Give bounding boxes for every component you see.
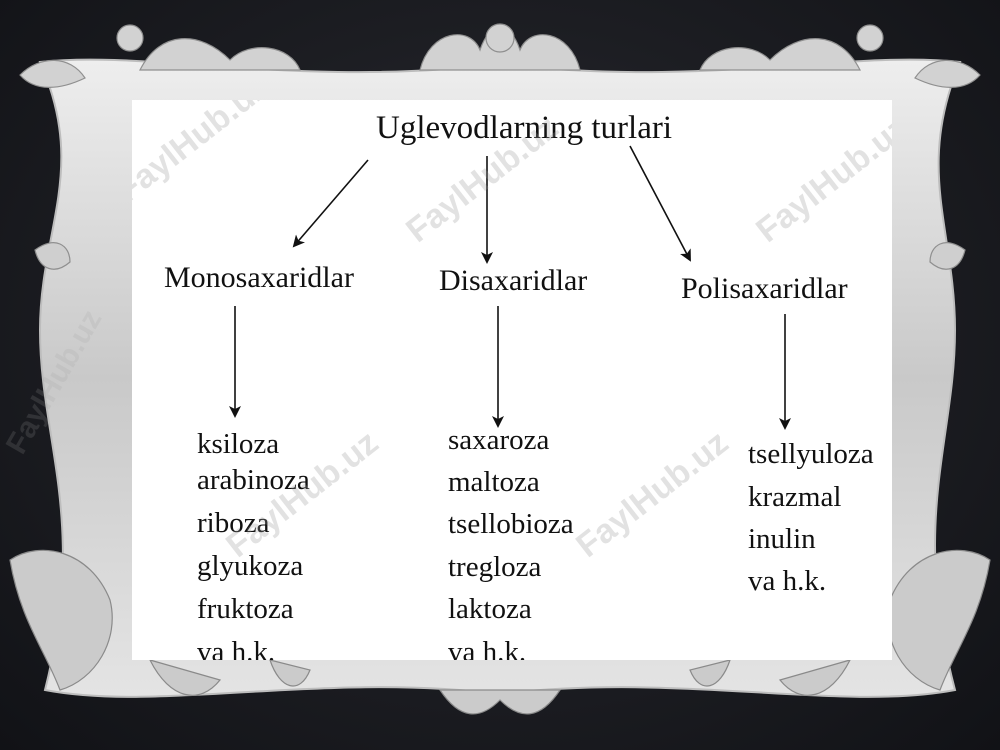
diagram-arrows	[229, 145, 791, 430]
diagram-panel: Uglevodlarning turlari Monosaxaridlar Di…	[132, 100, 892, 660]
list-item: laktoza	[448, 593, 532, 625]
list-item: tsellyuloza	[748, 438, 874, 470]
root-node: Uglevodlarning turlari	[376, 110, 673, 146]
list-item: va h.k.	[197, 636, 276, 661]
list-item: saxaroza	[448, 424, 550, 456]
list-item: tsellobioza	[448, 508, 574, 540]
list-item: tregloza	[448, 551, 542, 583]
arrow-root-mono	[292, 159, 369, 248]
list-item: ksiloza	[197, 428, 280, 460]
category-monosaxaridlar: Monosaxaridlar	[164, 261, 354, 294]
list-item: va h.k.	[448, 636, 527, 661]
list-item: maltoza	[448, 466, 540, 498]
list-item: glyukoza	[197, 550, 304, 582]
category-polisaxaridlar: Polisaxaridlar	[681, 272, 848, 305]
list-item: riboza	[197, 507, 270, 539]
list-item: fruktoza	[197, 593, 294, 625]
list-item: krazmal	[748, 481, 842, 513]
category-disaxaridlar: Disaxaridlar	[439, 264, 588, 297]
list-item: arabinoza	[197, 464, 310, 496]
arrow-root-poli	[629, 145, 691, 262]
list-item: va h.k.	[748, 565, 827, 597]
list-item: inulin	[748, 523, 816, 555]
